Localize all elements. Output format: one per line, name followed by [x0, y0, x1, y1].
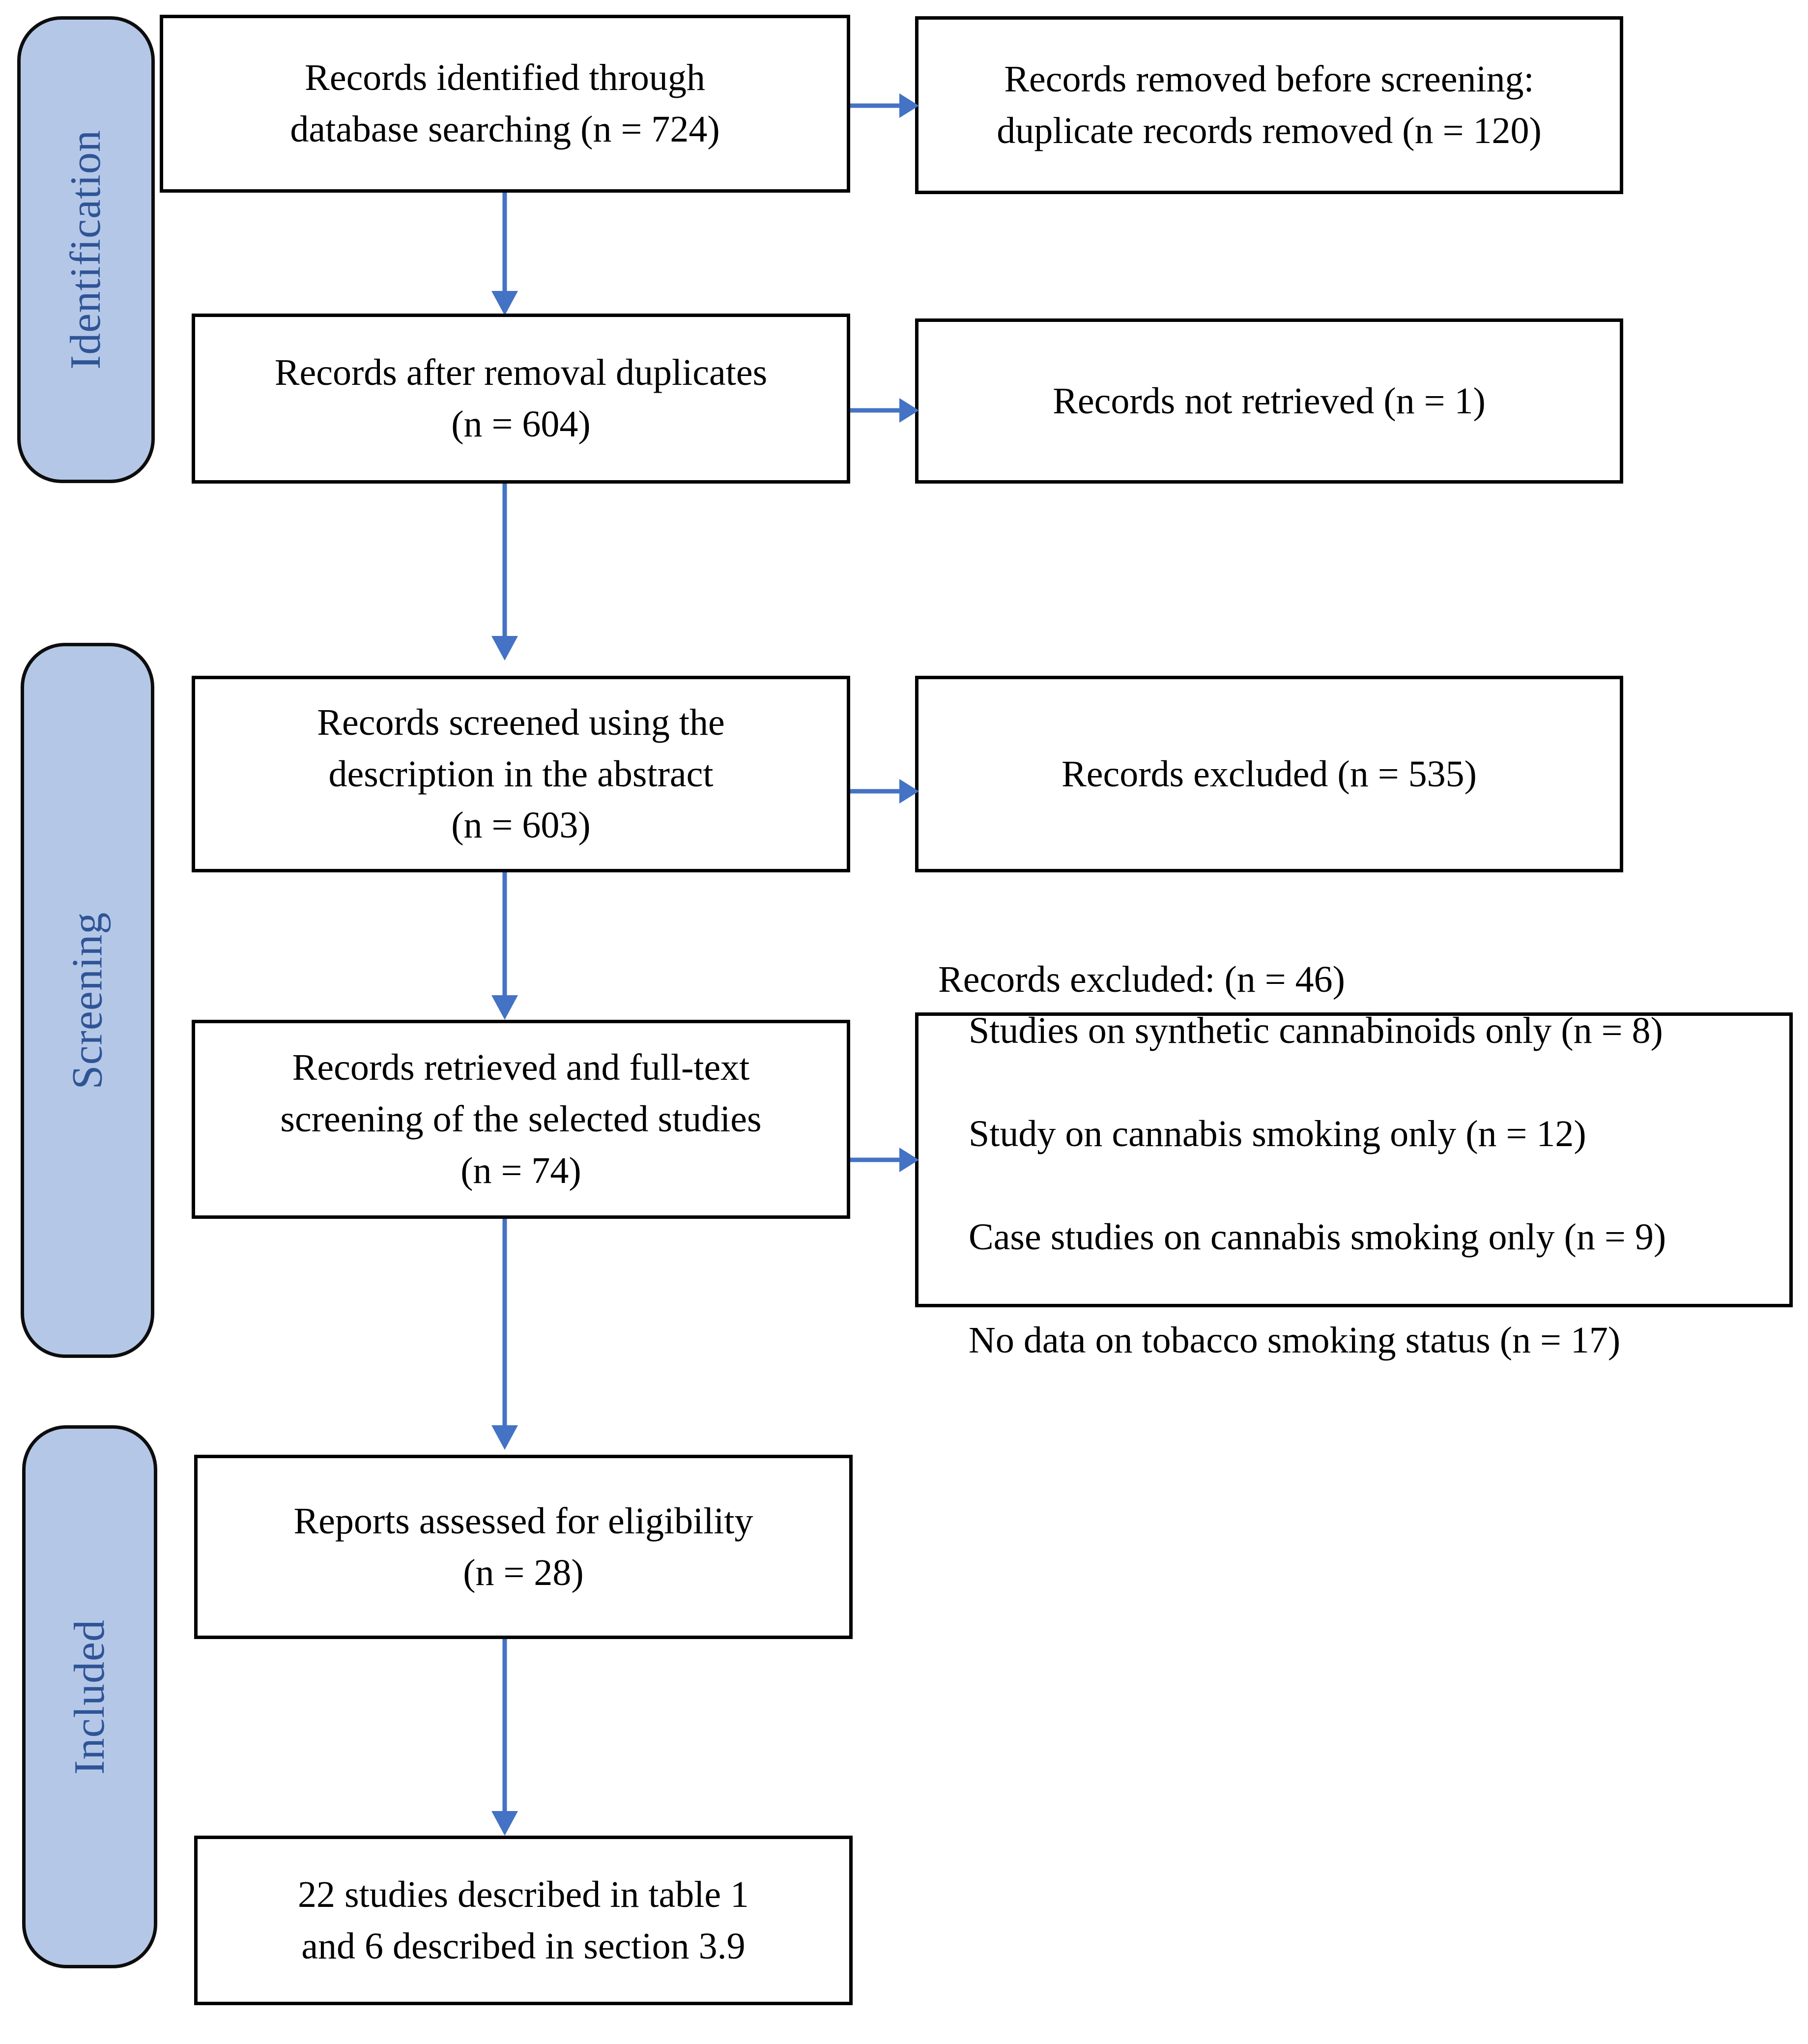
box-records-screened-abstract: Records screened using the description i… [192, 676, 850, 872]
arrow-fulltext-to-excluded-fulltext [850, 1138, 919, 1182]
excluded-reason-2: Study on cannabis smoking only (n = 12) [969, 1113, 1586, 1155]
arrow-identified-to-after-duplicates [483, 193, 527, 316]
stage-label-included: Included [65, 1619, 114, 1775]
box-studies-included: 22 studies described in table 1 and 6 de… [194, 1836, 853, 2005]
arrow-after-duplicates-to-screened [483, 484, 527, 661]
arrow-reports-assessed-to-studies-included [483, 1639, 527, 1836]
stage-pill-identification: Identification [17, 16, 155, 483]
box-reports-assessed-text: Reports assessed for eligibility (n = 28… [293, 1500, 753, 1593]
stage-label-identification: Identification [62, 129, 110, 370]
box-records-removed-before-screening: Records removed before screening: duplic… [915, 16, 1623, 194]
stage-pill-screening: Screening [21, 643, 154, 1358]
box-records-fulltext-text: Records retrieved and full-text screenin… [280, 1047, 762, 1191]
stage-label-screening: Screening [63, 912, 111, 1089]
box-records-identified-text: Records identified through database sear… [290, 57, 720, 150]
box-records-after-duplicates: Records after removal duplicates (n = 60… [192, 314, 850, 484]
box-records-screened-abstract-text: Records screened using the description i… [317, 701, 725, 846]
arrow-identified-to-removed [850, 84, 919, 128]
box-records-excluded-abstract-text: Records excluded (n = 535) [1062, 753, 1477, 795]
box-records-excluded-fulltext: Records excluded: (n = 46) Studies on sy… [915, 959, 1793, 1361]
box-records-not-retrieved-text: Records not retrieved (n = 1) [1053, 380, 1486, 422]
box-records-not-retrieved: Records not retrieved (n = 1) [915, 318, 1623, 484]
arrow-screened-to-fulltext [483, 872, 527, 1020]
excluded-fulltext-heading: Records excluded: (n = 46) [938, 958, 1345, 1000]
stage-pill-included: Included [22, 1425, 157, 1968]
box-records-excluded-abstract: Records excluded (n = 535) [915, 676, 1623, 872]
box-reports-assessed: Reports assessed for eligibility (n = 28… [194, 1455, 853, 1639]
excluded-reason-1: Studies on synthetic cannabinoids only (… [969, 1010, 1663, 1052]
arrow-screened-to-excluded-abstract [850, 769, 919, 813]
arrow-fulltext-to-reports-assessed [483, 1219, 527, 1450]
box-records-after-duplicates-text: Records after removal duplicates (n = 60… [274, 352, 768, 445]
box-records-removed-before-screening-text: Records removed before screening: duplic… [997, 58, 1542, 151]
box-records-identified: Records identified through database sear… [160, 15, 850, 193]
box-studies-included-text: 22 studies described in table 1 and 6 de… [297, 1873, 749, 1967]
excluded-reason-4: No data on tobacco smoking status (n = 1… [969, 1319, 1621, 1361]
box-records-fulltext: Records retrieved and full-text screenin… [192, 1020, 850, 1219]
box-records-excluded-fulltext-text: Records excluded: (n = 46) Studies on sy… [938, 902, 1666, 1418]
arrow-after-duplicates-to-not-retrieved [850, 388, 919, 432]
excluded-reason-3: Case studies on cannabis smoking only (n… [969, 1216, 1666, 1258]
